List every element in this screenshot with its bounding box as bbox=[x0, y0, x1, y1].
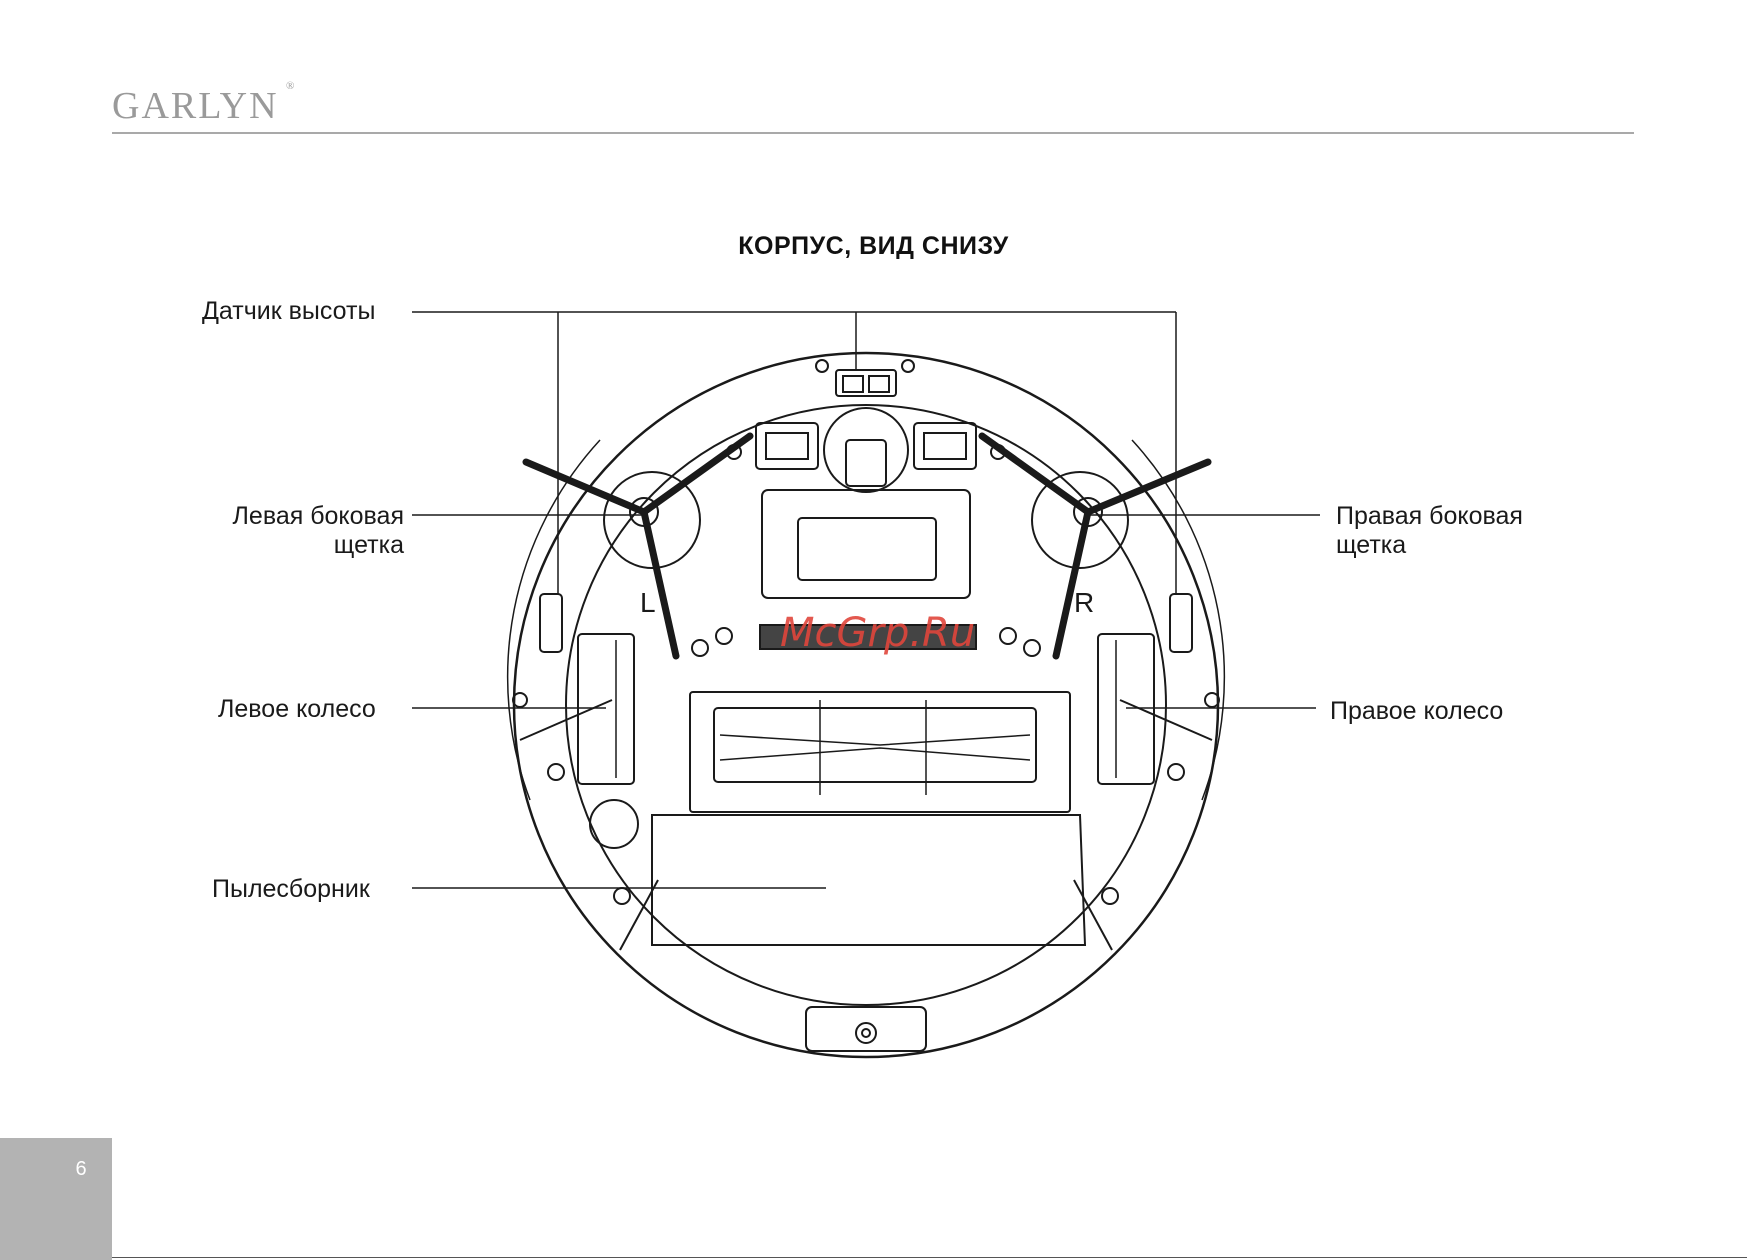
bumper-left bbox=[508, 440, 600, 800]
left-brush-bristle-3 bbox=[644, 512, 676, 656]
leader-height-sensor bbox=[412, 312, 1176, 594]
body-label-right: R bbox=[1074, 587, 1094, 618]
right-wheel bbox=[1098, 634, 1154, 784]
page-number: 6 bbox=[0, 1158, 162, 1181]
right-brush-bristle-2 bbox=[982, 436, 1088, 512]
rear-bumper-pad bbox=[590, 800, 638, 848]
screw bbox=[1102, 888, 1118, 904]
screw bbox=[816, 360, 828, 372]
screw bbox=[1024, 640, 1040, 656]
side-sensor-left bbox=[540, 594, 562, 652]
screw bbox=[692, 640, 708, 656]
callout-right-side-brush: Правая боковая щетка bbox=[1336, 502, 1523, 560]
right-brush-bristle-3 bbox=[1056, 512, 1088, 656]
left-brush-bristle-2 bbox=[644, 436, 750, 512]
body-outer-ring bbox=[514, 353, 1218, 1057]
screw bbox=[614, 888, 630, 904]
bumper-right bbox=[1132, 440, 1224, 800]
screw bbox=[1000, 628, 1016, 644]
callout-height-sensor: Датчик высоты bbox=[202, 297, 375, 326]
left-brush-bristle-1 bbox=[526, 462, 644, 512]
watermark: McGrp.Ru bbox=[780, 610, 975, 656]
callout-left-wheel: Левое колесо bbox=[218, 695, 376, 724]
screw bbox=[716, 628, 732, 644]
main-brush-pattern bbox=[720, 735, 1030, 760]
page-number-box bbox=[0, 1138, 112, 1260]
callout-dustbin: Пылесборник bbox=[212, 875, 370, 904]
side-sensor-right bbox=[1170, 594, 1192, 652]
screw bbox=[902, 360, 914, 372]
callout-right-wheel: Правое колесо bbox=[1330, 697, 1503, 726]
callout-right-side-brush-line1: Правая боковая bbox=[1336, 502, 1523, 531]
callout-left-side-brush-line2: щетка bbox=[160, 531, 404, 560]
callout-left-side-brush: Левая боковая щетка bbox=[160, 502, 404, 560]
left-wheel bbox=[578, 634, 634, 784]
main-brush-housing bbox=[690, 692, 1070, 812]
battery-compartment bbox=[762, 490, 970, 598]
footer-divider bbox=[112, 1257, 1747, 1258]
right-brush-bristle-1 bbox=[1088, 462, 1208, 512]
screw bbox=[548, 764, 564, 780]
screw bbox=[1168, 764, 1184, 780]
body-label-left: L bbox=[640, 587, 656, 618]
callout-right-side-brush-line2: щетка bbox=[1336, 531, 1523, 560]
callout-left-side-brush-line1: Левая боковая bbox=[160, 502, 404, 531]
body-inner-ring bbox=[566, 405, 1166, 1005]
dustbin bbox=[652, 815, 1085, 945]
front-caster bbox=[824, 408, 908, 492]
